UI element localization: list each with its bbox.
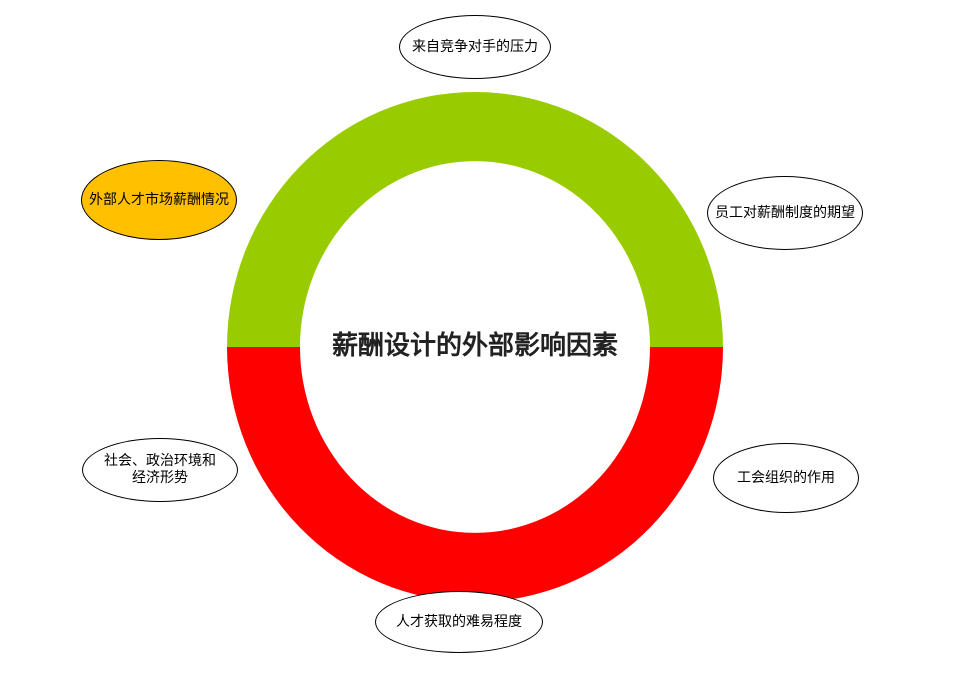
diagram-title: 薪酬设计的外部影响因素 <box>331 330 618 361</box>
factor-employee-expectation: 员工对薪酬制度的期望 <box>707 176 863 250</box>
factor-talent-acquisition: 人才获取的难易程度 <box>375 591 543 653</box>
ring-bottom-half <box>227 347 723 602</box>
factor-union-role: 工会组织的作用 <box>713 443 859 513</box>
factor-competitor-pressure: 来自竞争对手的压力 <box>399 15 551 79</box>
factor-social-political-economic: 社会、政治环境和 经济形势 <box>82 438 238 502</box>
factor-external-talent-market-pay: 外部人才市场薪酬情况 <box>81 160 237 240</box>
ring-top-half <box>227 92 723 347</box>
